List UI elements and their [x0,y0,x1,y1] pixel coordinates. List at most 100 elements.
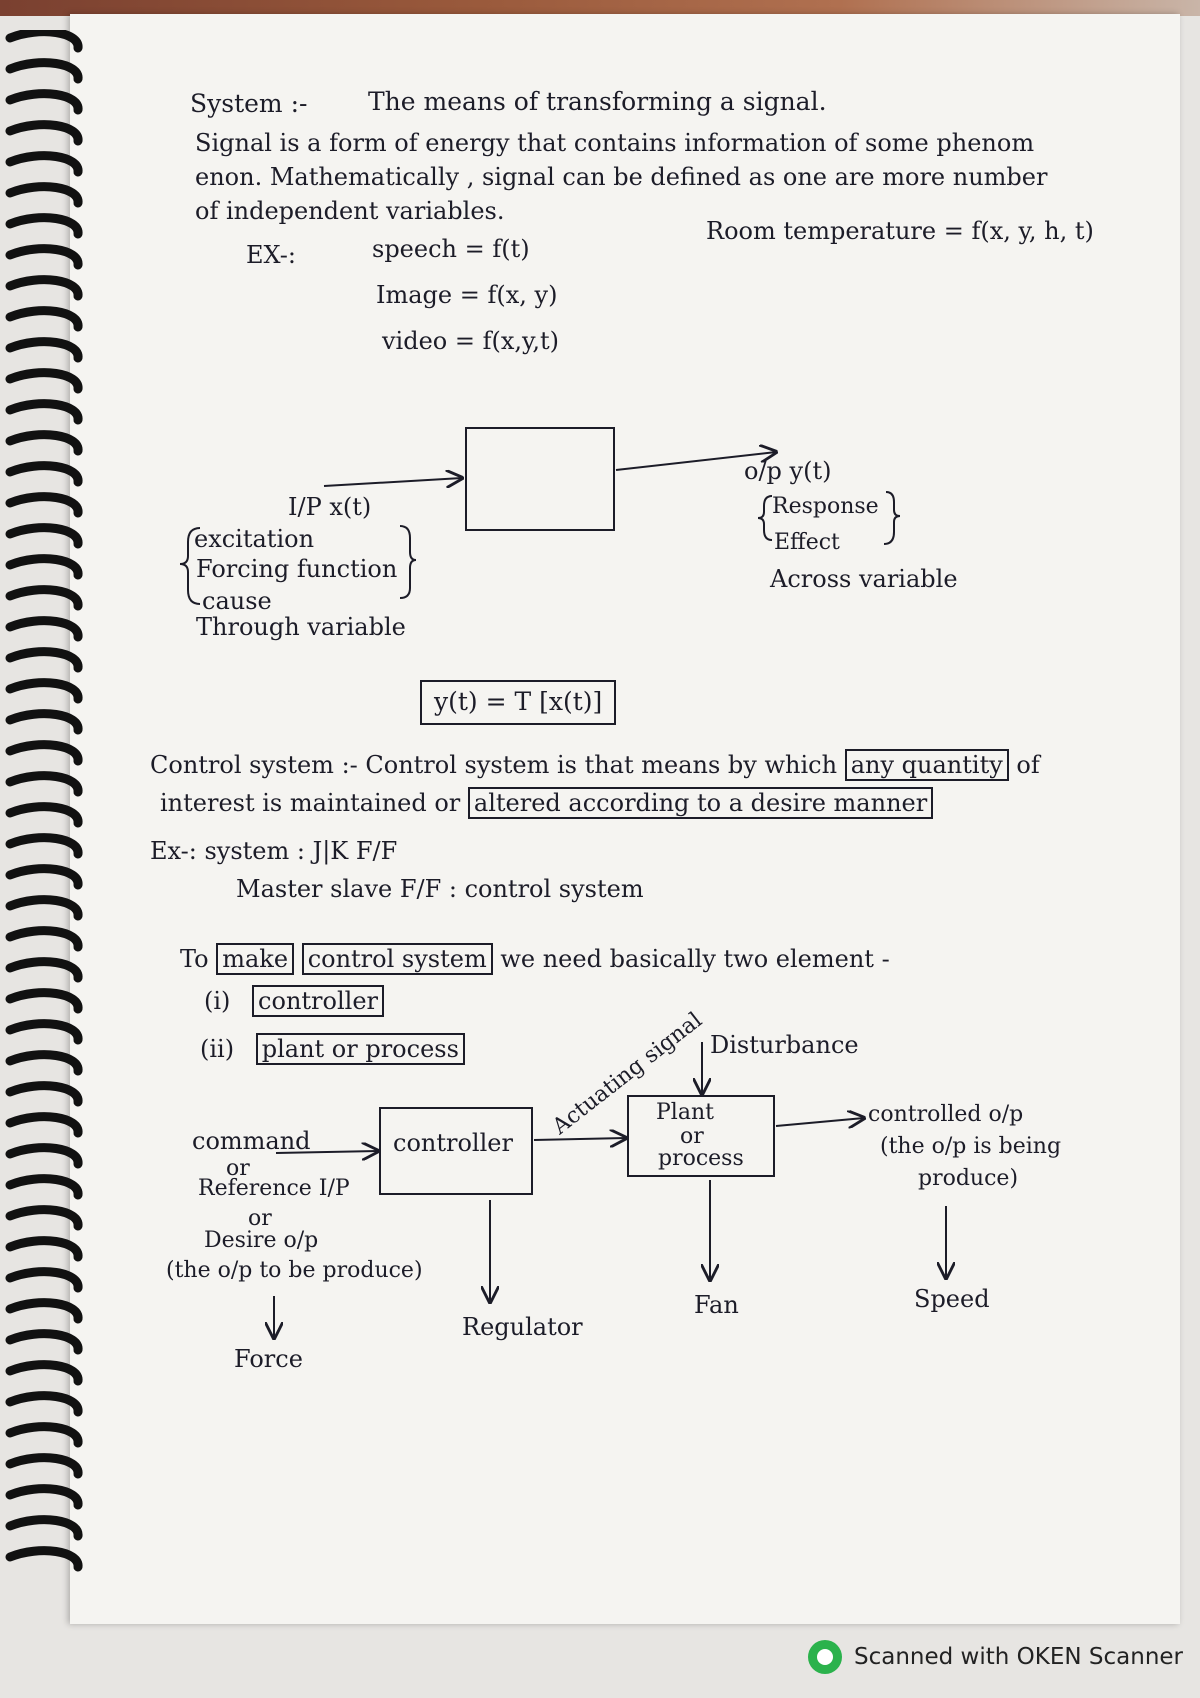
system-equation: y(t) = T [x(t)] [420,680,617,725]
spiral-coil [5,1515,83,1541]
spiral-coil [5,554,83,580]
spiral-coil [5,120,83,146]
spiral-coil [5,244,83,270]
output-across-variable: Across variable [770,565,958,593]
element-plant-box: plant or process [255,1033,465,1065]
spiral-coil [5,368,83,394]
spiral-coil [5,647,83,673]
output-effect: Effect [774,530,840,555]
system-definition: The means of transforming a signal. [368,87,827,116]
spiral-coil [5,399,83,425]
make-to: To [180,945,209,973]
spiral-coil [5,213,83,239]
signal-line-1: Signal is a form of energy that contains… [195,129,1035,157]
spiral-coil [5,461,83,487]
spiral-coil [5,585,83,611]
output-being-produced-label-2: produce) [918,1166,1019,1191]
spiral-coil [5,926,83,952]
page-top-edge [0,0,1200,16]
control-system-line-2: interest is maintained or altered accord… [160,787,934,819]
example-video: video = f(x,y,t) [382,327,560,355]
oken-scanner-logo-icon [808,1640,842,1674]
spiral-coil [5,306,83,332]
desire-output-label: Desire o/p [204,1228,319,1253]
example-label: EX-: [246,241,296,269]
example-room-temperature: Room temperature = f(x, y, h, t) [706,217,1094,245]
spiral-coil [5,182,83,208]
example-image: Image = f(x, y) [376,281,558,309]
output-being-produced-label: (the o/p is being [880,1134,1062,1159]
element-2-number: (ii) [200,1035,235,1063]
spiral-coil [5,492,83,518]
spiral-coil [5,678,83,704]
spiral-coil [5,1298,83,1324]
control-system-line-1: Control system :- Control system is that… [150,749,1040,781]
output-to-be-produced-label: (the o/p to be produce) [166,1258,423,1283]
spiral-binding [5,30,83,1572]
notebook-page [70,14,1180,1624]
spiral-coil [5,802,83,828]
example-fan: Fan [694,1291,739,1319]
system-heading: System :- [190,89,308,118]
command-or-2: or [248,1206,272,1231]
element-controller-box: controller [252,985,384,1017]
element-1-number: (i) [204,987,231,1015]
scanner-watermark: Scanned with OKEN Scanner [808,1640,1183,1674]
spiral-coil [5,833,83,859]
plant-block-label-3: process [658,1146,744,1171]
control-system-def-of: of [1016,751,1040,779]
output-response: Response [772,494,879,519]
command-or-1: or [226,1156,250,1181]
controlled-output-label: controlled o/p [868,1102,1024,1127]
example-force: Force [234,1345,303,1373]
spiral-coil [5,337,83,363]
scanner-text: Scanned with OKEN Scanner [854,1644,1183,1670]
spiral-coil [5,988,83,1014]
altered-according-box: altered according to a desire manner [467,787,934,819]
spiral-coil [5,151,83,177]
spiral-coil [5,1236,83,1262]
control-example-jk: Ex-: system : J|K F/F [150,837,398,865]
make-control-system-line: To make control system we need basically… [180,943,890,975]
disturbance-label: Disturbance [710,1031,859,1059]
spiral-coil [5,430,83,456]
output-label: o/p y(t) [744,457,832,485]
spiral-coil [5,275,83,301]
command-label: command [192,1127,311,1155]
input-cause: cause [202,587,272,615]
spiral-coil [5,957,83,983]
example-speech: speech = f(t) [372,235,530,263]
any-quantity-box: any quantity [844,749,1009,781]
example-speed: Speed [914,1285,990,1313]
spiral-coil [5,1360,83,1386]
input-excitation: excitation [194,525,315,553]
signal-line-3: of independent variables. [195,197,505,225]
control-system-def-middle: interest is maintained or [160,789,461,817]
spiral-coil [5,709,83,735]
input-forcing-function: Forcing function [196,555,398,583]
control-system-box: control system [301,943,493,975]
spiral-coil [5,740,83,766]
plant-block-label-1: Plant [656,1100,714,1125]
spiral-coil [5,1143,83,1169]
signal-line-2: enon. Mathematically , signal can be def… [195,163,1048,191]
control-system-def-start: Control system :- Control system is that… [150,751,838,779]
example-regulator: Regulator [462,1313,583,1341]
spiral-coil [5,1422,83,1448]
make-box: make [216,943,295,975]
spiral-coil [5,1081,83,1107]
spiral-coil [5,523,83,549]
spiral-coil [5,771,83,797]
input-label: I/P x(t) [288,493,372,521]
spiral-coil [5,89,83,115]
spiral-coil [5,616,83,642]
spiral-coil [5,1267,83,1293]
controller-block-label: controller [393,1129,513,1157]
spiral-coil [5,1112,83,1138]
spiral-coil [5,58,83,84]
spiral-coil [5,1546,83,1572]
spiral-coil [5,864,83,890]
control-example-master-slave: Master slave F/F : control system [236,875,644,903]
element-1: (i) controller [204,985,384,1017]
spiral-coil [5,895,83,921]
